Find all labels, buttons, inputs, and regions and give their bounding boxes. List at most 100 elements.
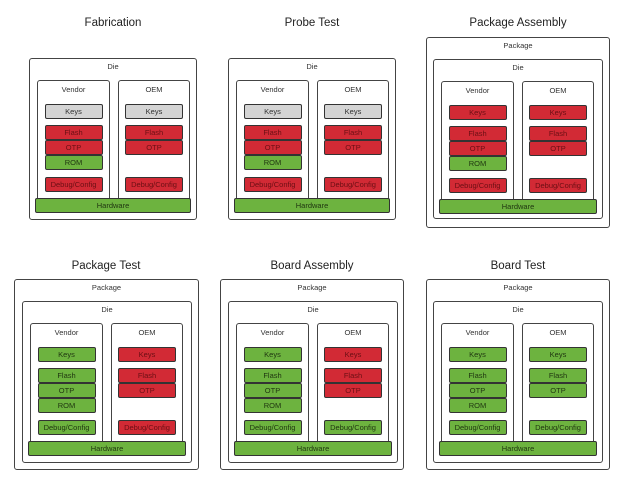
block-vendor-keys: Keys bbox=[37, 347, 96, 362]
block-vendor-flash: Flash bbox=[243, 125, 302, 140]
block-vendor-debug: Debug/Config bbox=[243, 177, 302, 192]
block-oem-otp: OTP bbox=[324, 383, 382, 398]
die-label: Die bbox=[101, 305, 113, 314]
oem-label: OEM bbox=[145, 85, 163, 94]
vendor-label: Vendor bbox=[260, 328, 285, 337]
hardware-bar: Hardware bbox=[439, 441, 597, 456]
vendor-label: Vendor bbox=[61, 85, 86, 94]
block-oem-flash: Flash bbox=[324, 125, 382, 140]
block-vendor-keys: Keys bbox=[44, 104, 103, 119]
hardware-bar: Hardware bbox=[439, 199, 597, 214]
stage-title: Board Test bbox=[490, 260, 546, 272]
block-oem-keys: Keys bbox=[529, 347, 587, 362]
vendor-label: Vendor bbox=[260, 85, 285, 94]
oem-label: OEM bbox=[344, 85, 362, 94]
block-oem-keys: Keys bbox=[324, 347, 382, 362]
hardware-bar: Hardware bbox=[234, 198, 390, 213]
stage-title: Package Assembly bbox=[469, 17, 567, 29]
stage-title: Package Test bbox=[71, 260, 141, 272]
block-vendor-flash: Flash bbox=[243, 368, 302, 383]
block-oem-debug: Debug/Config bbox=[529, 420, 587, 435]
oem-label: OEM bbox=[549, 86, 567, 95]
block-oem-keys: Keys bbox=[324, 104, 382, 119]
package-label: Package bbox=[91, 283, 122, 292]
stage-title: Probe Test bbox=[284, 17, 340, 29]
block-vendor-rom: ROM bbox=[37, 398, 96, 413]
block-vendor-flash: Flash bbox=[448, 368, 507, 383]
block-vendor-otp: OTP bbox=[243, 383, 302, 398]
block-vendor-otp: OTP bbox=[243, 140, 302, 155]
block-oem-flash: Flash bbox=[529, 368, 587, 383]
block-oem-debug: Debug/Config bbox=[125, 177, 183, 192]
block-oem-flash: Flash bbox=[118, 368, 176, 383]
stage-title: Fabrication bbox=[84, 17, 142, 29]
block-oem-otp: OTP bbox=[324, 140, 382, 155]
block-vendor-flash: Flash bbox=[37, 368, 96, 383]
block-vendor-otp: OTP bbox=[448, 141, 507, 156]
hardware-bar: Hardware bbox=[35, 198, 191, 213]
block-oem-flash: Flash bbox=[529, 126, 587, 141]
die-label: Die bbox=[107, 62, 119, 71]
block-vendor-debug: Debug/Config bbox=[44, 177, 103, 192]
block-vendor-debug: Debug/Config bbox=[37, 420, 96, 435]
die-label: Die bbox=[512, 305, 524, 314]
die-label: Die bbox=[306, 62, 318, 71]
block-vendor-keys: Keys bbox=[448, 347, 507, 362]
block-vendor-rom: ROM bbox=[243, 155, 302, 170]
package-label: Package bbox=[297, 283, 327, 292]
block-vendor-debug: Debug/Config bbox=[243, 420, 302, 435]
die-label: Die bbox=[307, 305, 319, 314]
block-oem-flash: Flash bbox=[125, 125, 183, 140]
block-oem-otp: OTP bbox=[125, 140, 183, 155]
block-oem-flash: Flash bbox=[324, 368, 382, 383]
block-vendor-keys: Keys bbox=[448, 105, 507, 120]
block-vendor-rom: ROM bbox=[44, 155, 103, 170]
block-vendor-rom: ROM bbox=[243, 398, 302, 413]
block-vendor-keys: Keys bbox=[243, 347, 302, 362]
vendor-label: Vendor bbox=[54, 328, 79, 337]
hardware-bar: Hardware bbox=[234, 441, 392, 456]
package-label: Package bbox=[503, 283, 533, 292]
vendor-label: Vendor bbox=[465, 328, 490, 337]
block-oem-otp: OTP bbox=[529, 141, 587, 156]
die-label: Die bbox=[512, 63, 524, 72]
block-oem-keys: Keys bbox=[118, 347, 176, 362]
block-oem-debug: Debug/Config bbox=[324, 420, 382, 435]
vendor-label: Vendor bbox=[465, 86, 490, 95]
package-label: Package bbox=[503, 41, 533, 50]
block-oem-keys: Keys bbox=[529, 105, 587, 120]
block-vendor-flash: Flash bbox=[448, 126, 507, 141]
hardware-bar: Hardware bbox=[28, 441, 186, 456]
block-oem-otp: OTP bbox=[118, 383, 176, 398]
block-vendor-rom: ROM bbox=[448, 156, 507, 171]
block-vendor-otp: OTP bbox=[44, 140, 103, 155]
oem-label: OEM bbox=[138, 328, 156, 337]
block-vendor-flash: Flash bbox=[44, 125, 103, 140]
block-vendor-otp: OTP bbox=[448, 383, 507, 398]
block-oem-debug: Debug/Config bbox=[529, 178, 587, 193]
stage-title: Board Assembly bbox=[270, 260, 354, 272]
block-vendor-debug: Debug/Config bbox=[448, 420, 507, 435]
block-oem-debug: Debug/Config bbox=[118, 420, 176, 435]
oem-label: OEM bbox=[549, 328, 567, 337]
block-oem-debug: Debug/Config bbox=[324, 177, 382, 192]
block-oem-keys: Keys bbox=[125, 104, 183, 119]
block-vendor-keys: Keys bbox=[243, 104, 302, 119]
